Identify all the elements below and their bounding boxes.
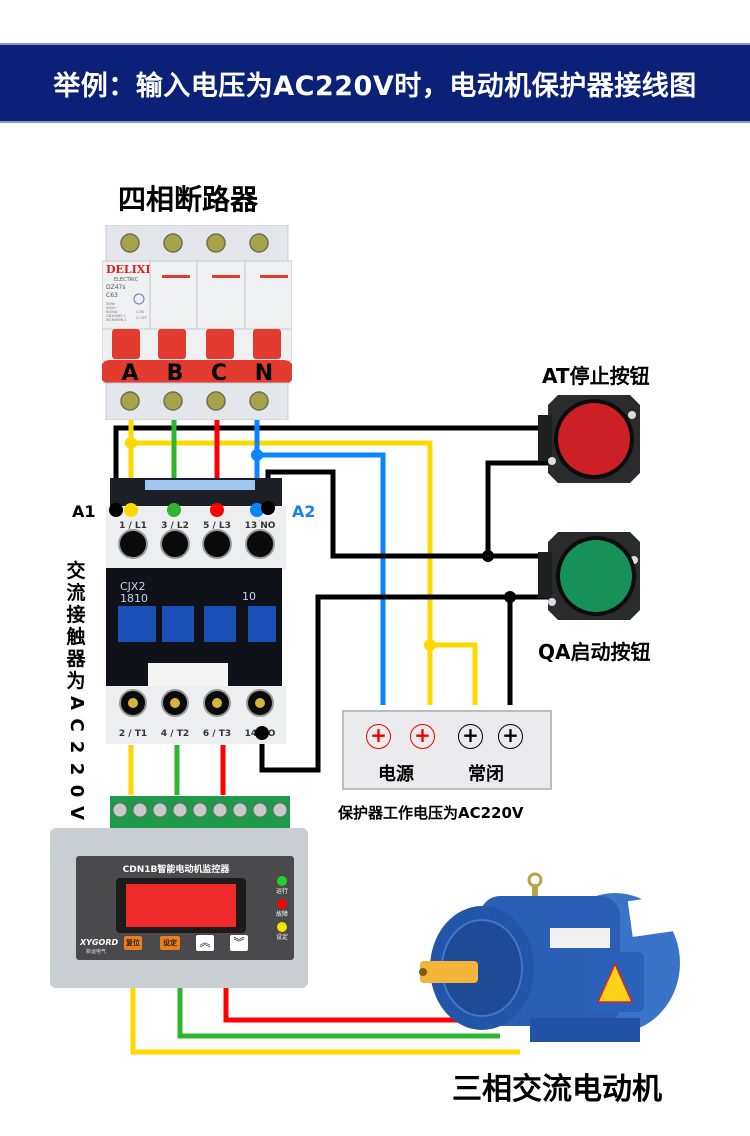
- monitor-terminal-block: [110, 796, 290, 828]
- set-led-icon: [277, 922, 287, 932]
- protector-terminal-box: + + + + 电源 常闭: [342, 710, 552, 790]
- breaker-title: 四相断路器: [118, 183, 259, 216]
- terminal-screw: [132, 802, 148, 818]
- terminal-screw: [152, 802, 168, 818]
- breaker-brand: DELIXI: [106, 263, 150, 276]
- wire-start-to-14no: [259, 594, 548, 773]
- breaker-off: O-OFF: [136, 316, 147, 320]
- wire-yellow-to-motor: [130, 985, 520, 1055]
- breaker-on: I-ON: [136, 310, 144, 314]
- terminal-screw: [172, 802, 188, 818]
- monitor-title: CDN1B智能电动机监控器: [122, 865, 230, 875]
- run-led-icon: [277, 876, 287, 886]
- nc-label: 常闭: [468, 764, 504, 785]
- terminal-6-t3: 6 / T3: [203, 729, 231, 739]
- contactor-model: CJX2: [120, 580, 145, 593]
- nc-terminal-1: +: [458, 724, 483, 749]
- junction-dot: [251, 449, 263, 461]
- side-label-char: 为: [66, 670, 86, 692]
- terminal-screw: [192, 802, 208, 818]
- junction-dot: [504, 591, 516, 603]
- start-cap: [560, 540, 632, 612]
- wire-yellow-branch: [131, 440, 433, 705]
- breaker-spec: 50Hz: [106, 302, 115, 306]
- contactor-aux: 10: [242, 590, 256, 603]
- motor-monitor: CDN1B智能电动机监控器 XYGORD 新运电气 复位 设定 ︽ ︾ 运行 故…: [50, 828, 308, 988]
- fault-led-icon: [277, 899, 287, 909]
- title-banner: 举例：输入电压为AC220V时，电动机保护器接线图: [0, 43, 750, 123]
- set-led-label: 设定: [275, 934, 288, 941]
- terminal-screw: [212, 802, 228, 818]
- ac-contactor: 1 / L1 3 / L2 5 / L3 13 NO 2 / T1 4 / T2…: [106, 478, 286, 744]
- wire-stop-to-start: [485, 460, 548, 556]
- chevron-up-icon: ︽: [199, 936, 211, 949]
- terminal-13-no: 13 NO: [245, 521, 276, 531]
- terminal-screw: [252, 802, 268, 818]
- breaker-rating: C63: [106, 292, 118, 299]
- chevron-down-icon: ︾: [233, 936, 245, 949]
- monitor-display: [126, 884, 236, 927]
- terminal-screw: [272, 802, 288, 818]
- status-leds: 运行 故障 设定: [272, 876, 292, 941]
- terminal-5-l3: 5 / L3: [203, 521, 231, 531]
- power-terminal-2: +: [410, 724, 435, 749]
- side-label-char: V: [66, 806, 87, 820]
- up-key[interactable]: ︽: [196, 935, 214, 951]
- junction-dot: [424, 639, 436, 651]
- pole-label-n: N: [255, 361, 273, 386]
- breaker-spec: GB10963.1: [106, 314, 126, 318]
- stop-push-button[interactable]: [538, 393, 650, 485]
- motor-label: 三相交流电动机: [452, 1072, 662, 1107]
- terminal-2-t1: 2 / T1: [119, 729, 147, 739]
- stop-button-label: AT停止按钮: [542, 364, 650, 388]
- junction-dot: [125, 437, 137, 449]
- side-label-char: 器: [66, 648, 86, 670]
- breaker-spec: IEC60898-1: [106, 318, 126, 322]
- reset-key[interactable]: 复位: [124, 936, 142, 950]
- monitor-logo: XYGORD: [80, 938, 119, 947]
- start-button-label: QA启动按钮: [538, 640, 651, 664]
- start-push-button[interactable]: [538, 530, 650, 622]
- side-label-char: 交: [66, 560, 86, 582]
- contactor-model-num: 1810: [120, 592, 148, 605]
- protector-voltage-caption: 保护器工作电压为AC220V: [338, 804, 524, 822]
- power-label: 电源: [378, 764, 414, 785]
- wire-green-to-motor: [177, 985, 500, 1039]
- fault-led-label: 故障: [275, 911, 288, 918]
- breaker-spec: 6000A: [106, 310, 118, 314]
- terminal-3-l2: 3 / L2: [161, 521, 189, 531]
- coil-a1-label: A1: [72, 502, 96, 521]
- stop-cap: [558, 403, 630, 475]
- side-label-char: 接: [66, 604, 86, 626]
- down-key[interactable]: ︾: [230, 935, 248, 951]
- pole-label-a: A: [121, 361, 138, 386]
- side-label-char: 流: [66, 582, 86, 604]
- terminal-screw: [232, 802, 248, 818]
- pole-label-c: C: [211, 361, 227, 386]
- terminal-4-t2: 4 / T2: [161, 729, 189, 739]
- pole-label-b: B: [167, 361, 184, 386]
- terminal-1-l1: 1 / L1: [119, 521, 147, 531]
- junction-dot: [482, 550, 494, 562]
- monitor-logo-sub: 新运电气: [86, 949, 107, 955]
- four-pole-breaker: DELIXI ELECTRIC DZ47s C63 50Hz 400V~ 600…: [102, 225, 292, 420]
- wire-blue-branch: [257, 452, 386, 705]
- breaker-brand-sub: ELECTRIC: [114, 277, 139, 283]
- power-terminal-1: +: [366, 724, 391, 749]
- nc-terminal-2: +: [498, 724, 523, 749]
- set-key[interactable]: 设定: [160, 936, 180, 950]
- wire-yellow-to-box-nc: [430, 642, 478, 705]
- banner-title: 举例：输入电压为AC220V时，电动机保护器接线图: [53, 70, 697, 102]
- three-phase-motor: [419, 872, 680, 1042]
- side-label-char: 触: [66, 626, 86, 648]
- coil-a2-label: A2: [292, 502, 316, 521]
- wire-red-to-motor: [223, 985, 470, 1023]
- breaker-model: DZ47s: [106, 284, 126, 291]
- terminal-screw: [112, 802, 128, 818]
- breaker-spec: 400V~: [106, 306, 118, 310]
- run-led-label: 运行: [275, 888, 288, 895]
